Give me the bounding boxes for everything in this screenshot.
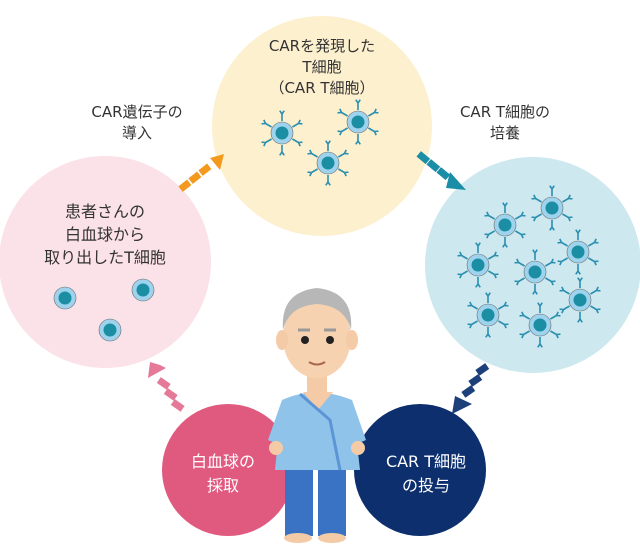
infusion-label: CAR T細胞 の投与 — [366, 450, 486, 498]
car-t-cell-icon — [531, 185, 573, 231]
expansion-label: CAR T細胞の 培養 — [430, 102, 580, 144]
car-t-cell-icon — [307, 140, 349, 186]
car-t-cell-icon — [514, 249, 556, 295]
label-line: 取り出したT細胞 — [44, 248, 166, 267]
car-t-cell-icon — [337, 99, 379, 145]
label-line: 培養 — [489, 124, 520, 142]
label-line: 採取 — [206, 476, 239, 495]
car-t-cell-icon — [261, 110, 303, 156]
patient-illustration — [268, 288, 366, 543]
car-t-cell-icon — [557, 229, 599, 275]
arrow-gene-transfer — [178, 154, 224, 192]
car-t-cell-icon — [457, 242, 499, 288]
label-line: 導入 — [121, 124, 152, 142]
arrow-infusion — [452, 363, 490, 414]
label-line: T細胞 — [302, 58, 342, 76]
label-line: （CAR T細胞） — [269, 79, 375, 97]
label-line: CAR遺伝子の — [91, 103, 183, 121]
collection-label: 白血球の 採取 — [168, 450, 278, 498]
car-t-cell-icon — [519, 302, 561, 348]
patient-tcell-circle — [0, 156, 211, 368]
car-tcell-circle — [212, 16, 432, 236]
label-line: 患者さんの — [64, 202, 145, 221]
car-t-cell-icon — [559, 277, 601, 323]
label-line: CAR T細胞 — [385, 452, 467, 471]
t-cell-icon — [53, 286, 77, 310]
car-t-cell-icon — [484, 202, 526, 248]
label-line: CAR T細胞の — [459, 103, 551, 121]
label-line: の投与 — [401, 476, 450, 495]
arrow-collection — [148, 362, 185, 412]
car-t-cell-icon — [467, 292, 509, 338]
car-tcell-label: CARを発現した T細胞 （CAR T細胞） — [230, 36, 414, 99]
patient-tcell-label: 患者さんの 白血球から 取り出したT細胞 — [20, 200, 190, 269]
arrow-expansion — [416, 151, 466, 190]
label-line: 白血球の — [190, 452, 255, 471]
t-cell-icon — [98, 318, 122, 342]
label-line: CARを発現した — [268, 37, 376, 55]
infusion-circle — [354, 404, 486, 536]
collection-circle — [162, 404, 294, 536]
gene-transfer-label: CAR遺伝子の 導入 — [62, 102, 212, 144]
t-cell-icon — [131, 278, 155, 302]
label-line: 白血球から — [64, 225, 145, 244]
